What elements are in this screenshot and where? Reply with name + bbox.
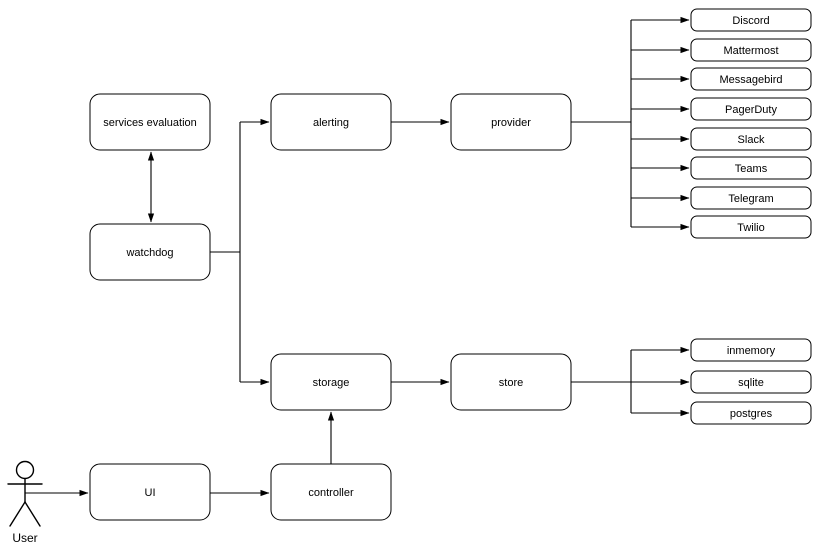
- node-alerting-shape: [270, 93, 392, 151]
- node-ui-label: UI: [145, 487, 156, 499]
- node-postgres-label: postgres: [730, 408, 773, 420]
- node-storage[interactable]: storage: [270, 353, 392, 411]
- node-ui[interactable]: UI: [89, 463, 211, 521]
- node-discord-label: Discord: [732, 15, 769, 27]
- node-slack[interactable]: Slack: [690, 127, 812, 151]
- node-watchdog[interactable]: watchdog: [89, 223, 211, 281]
- node-sqlite-shape: [690, 370, 812, 394]
- node-store-shape: [450, 353, 572, 411]
- node-inmemory[interactable]: inmemory: [690, 338, 812, 362]
- node-watchdog-shape: [89, 223, 211, 281]
- node-provider-label: provider: [491, 117, 531, 129]
- node-slack-shape: [690, 127, 812, 151]
- node-teams-shape: [690, 156, 812, 180]
- node-twilio[interactable]: Twilio: [690, 215, 812, 239]
- node-services-evaluation-shape: [89, 93, 211, 151]
- node-twilio-label: Twilio: [737, 222, 765, 234]
- node-mattermost-label: Mattermost: [723, 45, 778, 57]
- node-messagebird[interactable]: Messagebird: [690, 67, 812, 91]
- node-pagerduty-label: PagerDuty: [725, 104, 777, 116]
- node-postgres-shape: [690, 401, 812, 425]
- node-controller-label: controller: [308, 487, 354, 499]
- stick-figure-icon: [15, 460, 35, 480]
- node-pagerduty-shape: [690, 97, 812, 121]
- node-messagebird-label: Messagebird: [720, 74, 783, 86]
- node-postgres[interactable]: postgres: [690, 401, 812, 425]
- node-controller[interactable]: controller: [270, 463, 392, 521]
- node-telegram-shape: [690, 186, 812, 210]
- node-teams-label: Teams: [735, 163, 768, 175]
- user-actor-label: User: [12, 531, 37, 545]
- actor-leg-left: [9, 501, 26, 527]
- node-store[interactable]: store: [450, 353, 572, 411]
- user-actor[interactable]: User: [7, 460, 43, 546]
- node-teams[interactable]: Teams: [690, 156, 812, 180]
- node-discord-shape: [690, 8, 812, 32]
- node-store-label: store: [499, 377, 523, 389]
- node-storage-label: storage: [313, 377, 350, 389]
- node-slack-label: Slack: [738, 134, 765, 146]
- node-storage-shape: [270, 353, 392, 411]
- actor-leg-right: [24, 501, 41, 527]
- node-controller-shape: [270, 463, 392, 521]
- node-sqlite[interactable]: sqlite: [690, 370, 812, 394]
- node-telegram-label: Telegram: [728, 193, 773, 205]
- node-provider-shape: [450, 93, 572, 151]
- node-provider[interactable]: provider: [450, 93, 572, 151]
- node-sqlite-label: sqlite: [738, 377, 764, 389]
- node-inmemory-label: inmemory: [727, 345, 776, 357]
- node-watchdog-label: watchdog: [125, 247, 173, 259]
- node-alerting-label: alerting: [313, 117, 349, 129]
- node-services-evaluation-label: services evaluation: [103, 117, 197, 129]
- node-messagebird-shape: [690, 67, 812, 91]
- node-telegram[interactable]: Telegram: [690, 186, 812, 210]
- node-mattermost-shape: [690, 38, 812, 62]
- node-mattermost[interactable]: Mattermost: [690, 38, 812, 62]
- node-services-evaluation[interactable]: services evaluation: [89, 93, 211, 151]
- node-pagerduty[interactable]: PagerDuty: [690, 97, 812, 121]
- node-alerting[interactable]: alerting: [270, 93, 392, 151]
- node-twilio-shape: [690, 215, 812, 239]
- node-ui-shape: [89, 463, 211, 521]
- node-inmemory-shape: [690, 338, 812, 362]
- node-discord[interactable]: Discord: [690, 8, 812, 32]
